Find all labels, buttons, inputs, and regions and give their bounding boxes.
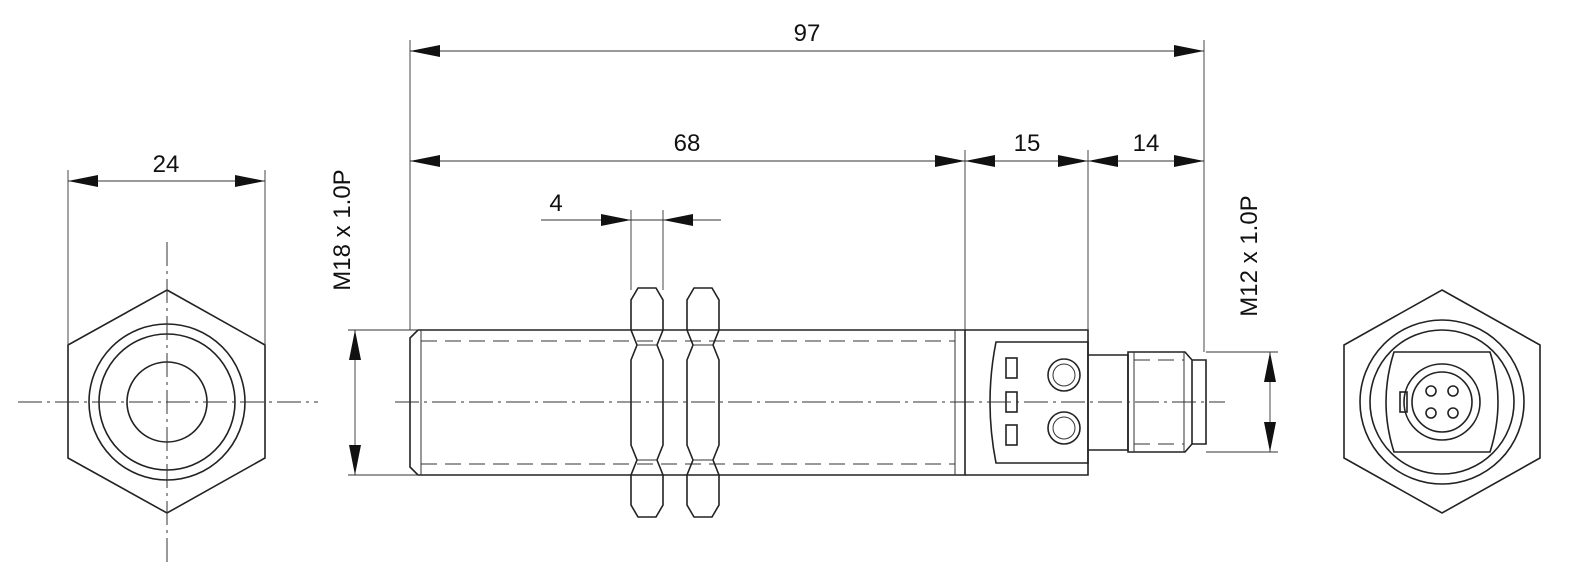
dim-arrow	[1088, 155, 1118, 167]
connector-pin	[1447, 385, 1459, 397]
connector-socket-outer	[1403, 363, 1481, 441]
dim-arrow	[1174, 155, 1204, 167]
connector-key	[1399, 391, 1408, 413]
dim-arrow	[965, 155, 995, 167]
connector-pin	[1425, 385, 1437, 397]
dim-body-thread: M18 x 1.0P	[329, 169, 418, 476]
rear-outer-ring	[1359, 319, 1525, 485]
rear-end-view	[1343, 289, 1541, 514]
front-end-view	[18, 242, 318, 565]
dim-chain: 68 15 14	[410, 130, 1204, 330]
dim-arrow	[935, 155, 965, 167]
dim-connector-thread: M12 x 1.0P	[1206, 195, 1278, 453]
label-body-thread: M18 x 1.0P	[329, 169, 356, 290]
label-connector-thread: M12 x 1.0P	[1236, 195, 1263, 316]
dim-arrow	[1058, 155, 1088, 167]
dim-arrow	[349, 330, 361, 360]
lock-nut-2	[686, 287, 720, 518]
led-indicator	[1005, 357, 1018, 379]
lock-nut-1	[630, 287, 664, 518]
dim-nut-width: 4	[541, 190, 721, 290]
rear-hex-outline	[1343, 289, 1541, 514]
dim-label-97: 97	[794, 20, 821, 47]
adjust-screw	[1047, 358, 1081, 392]
connector-socket-inner	[1411, 371, 1473, 433]
dim-arrow	[601, 214, 631, 226]
led-indicator	[1005, 424, 1018, 446]
dim-label-24: 24	[153, 151, 180, 178]
dim-arrow	[663, 214, 693, 226]
dim-arrow	[349, 445, 361, 475]
dim-label-14: 14	[1133, 130, 1160, 157]
connector-pin	[1425, 407, 1437, 419]
dim-label-4: 4	[549, 190, 562, 217]
dim-label-68: 68	[674, 130, 701, 157]
dim-arrow	[1264, 352, 1276, 382]
dim-arrow	[1174, 45, 1204, 57]
dim-arrow	[1264, 422, 1276, 452]
connector-pin	[1447, 407, 1459, 419]
dim-label-15: 15	[1014, 130, 1041, 157]
adjust-screw	[1047, 411, 1081, 445]
dim-arrow	[410, 155, 440, 167]
rear-inner-ring	[1369, 329, 1515, 475]
side-view	[395, 287, 1225, 518]
dim-overall-length: 97	[409, 20, 1205, 352]
dim-arrow	[235, 175, 265, 187]
rear-housing-face	[1385, 351, 1499, 453]
dim-arrow	[68, 175, 98, 187]
dim-hex-across-flats: 24	[67, 151, 266, 345]
dim-arrow	[410, 45, 440, 57]
